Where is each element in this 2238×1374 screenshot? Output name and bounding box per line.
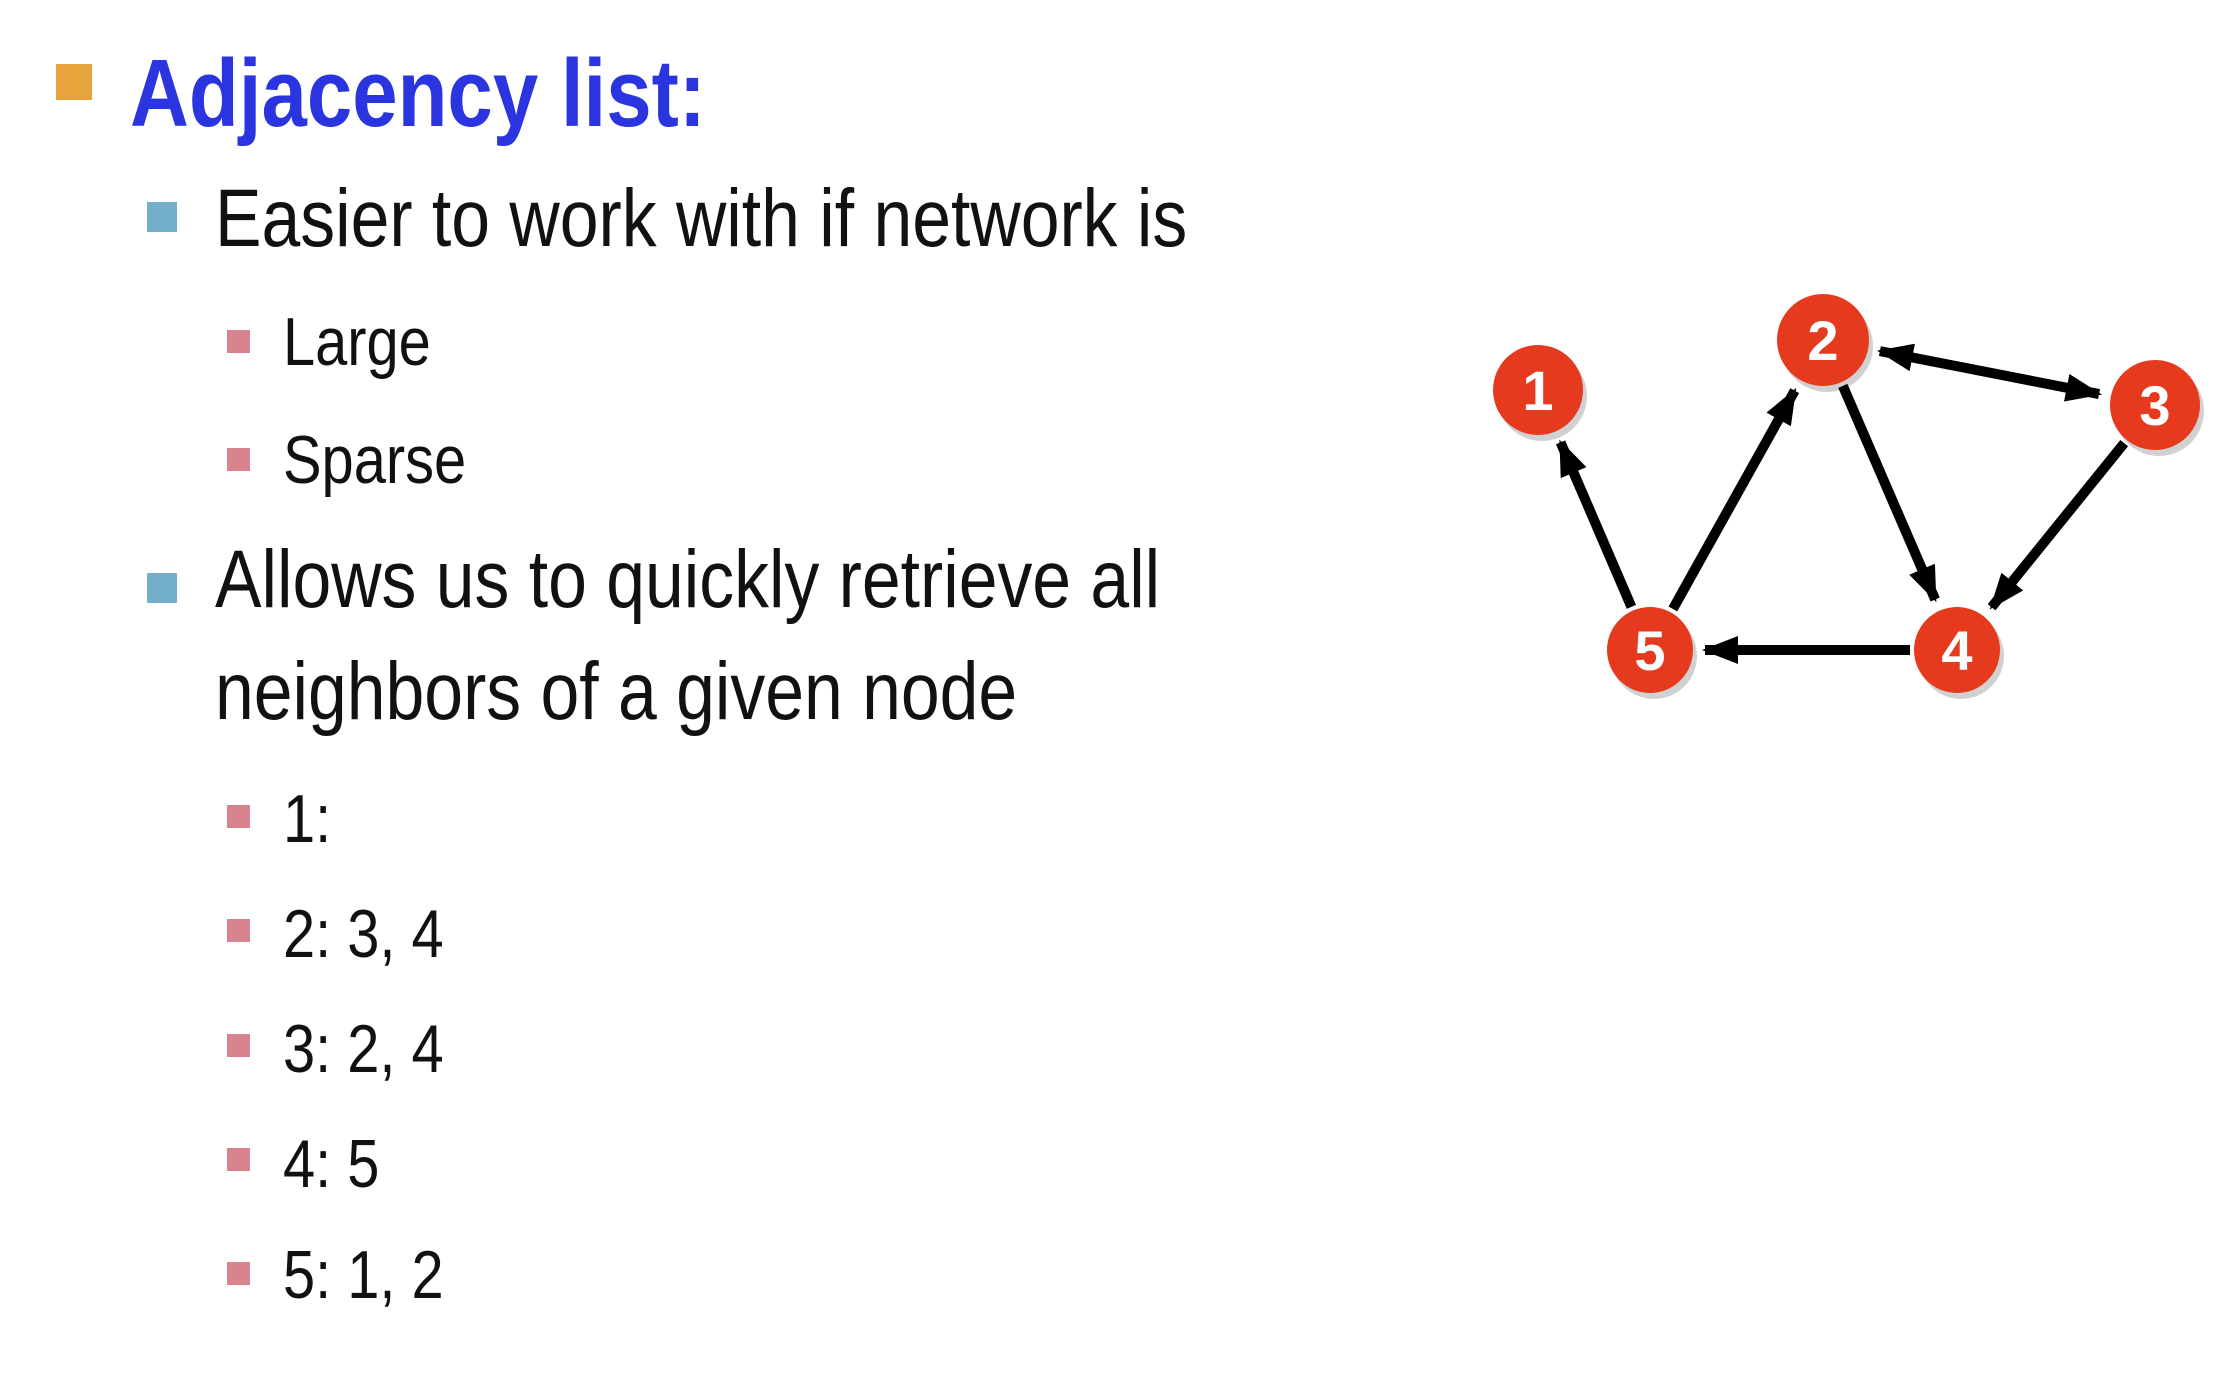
bullet-square-icon [227,1148,250,1171]
adjacency-entry-4: 4: 5 [283,1126,380,1202]
bullet-item-allows-line2: neighbors of a given node [215,646,1018,737]
adjacency-entry-2: 2: 3, 4 [283,896,444,972]
node-label-5: 5 [1634,619,1665,682]
bullet-item-easier: Easier to work with if network is [215,173,1188,264]
edge-5-2 [1668,388,1800,612]
title-bullet-icon [56,64,92,100]
adjacency-entry-3: 3: 2, 4 [283,1011,444,1087]
bullet-item-allows-line1: Allows us to quickly retrieve all [215,534,1161,625]
edge-2-4 [1838,383,1940,603]
edge-5-1 [1555,439,1636,609]
node-1 [1493,345,1583,435]
bullet-item-sparse: Sparse [283,422,467,498]
node-label-1: 1 [1522,359,1553,422]
adjacency-entry-5: 5: 1, 2 [283,1237,444,1313]
bullet-square-icon [227,919,250,942]
graph-svg: 1 2 3 4 5 [1493,294,2204,699]
edge-2-3 [1876,343,2103,402]
node-label-4: 4 [1941,619,1972,682]
bullet-square-icon [227,805,250,828]
adjacency-entry-1: 1: [283,781,332,857]
node-label-2: 2 [1807,309,1838,372]
bullet-square-icon [227,330,250,353]
page-title: Adjacency list: [130,40,706,147]
node-4 [1914,607,2000,693]
bullet-square-icon [227,1262,250,1285]
bullet-square-icon [227,448,250,471]
bullet-square-icon [147,202,177,232]
bullet-square-icon [147,573,177,603]
node-5 [1607,607,1693,693]
node-3 [2110,360,2200,450]
edge-3-4 [1987,439,2129,611]
node-label-3: 3 [2139,374,2170,437]
bullet-item-large: Large [283,304,431,380]
node-2 [1777,294,1869,386]
bullet-square-icon [227,1034,250,1057]
